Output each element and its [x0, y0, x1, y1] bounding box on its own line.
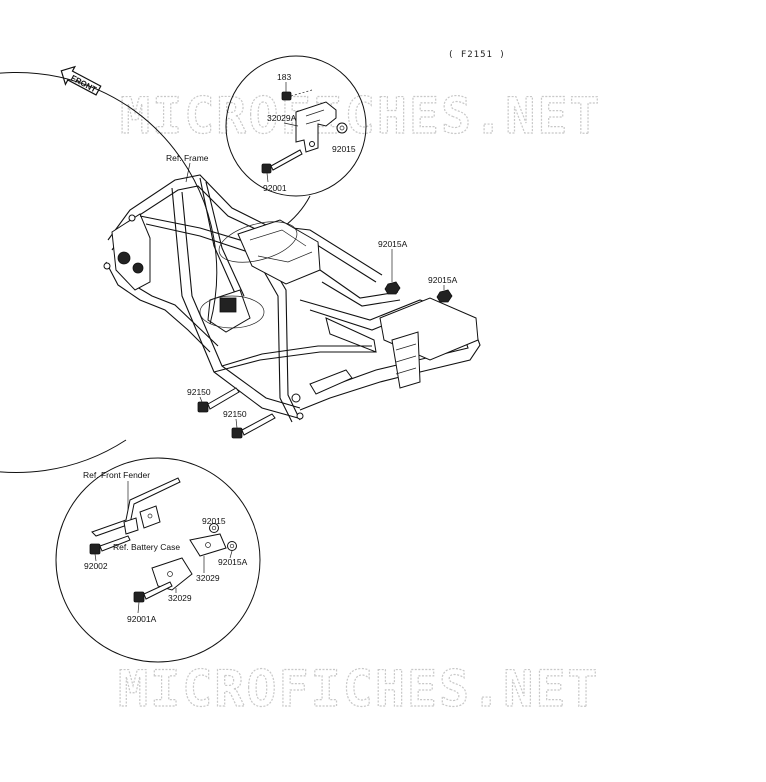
ref-frame-label: Ref. Frame [166, 153, 209, 163]
bolt-92001 [261, 149, 303, 174]
label-92001: 92001 [263, 183, 287, 193]
label-183: 183 [277, 72, 291, 82]
label-92015a-1: 92015A [378, 239, 408, 249]
label-92015a-3: 92015A [218, 557, 248, 567]
nut-92015a-1 [384, 281, 401, 295]
label-32029-2: 32029 [168, 593, 192, 603]
diagram-code: ( F2151 ) [448, 50, 506, 60]
front-arrow-icon: FRONT [60, 65, 102, 96]
nut-92015a-2 [436, 289, 453, 303]
label-92150-2: 92150 [223, 409, 247, 419]
nut-92015a-3 [227, 541, 237, 551]
label-92002: 92002 [84, 561, 108, 571]
label-92015-top: 92015 [332, 144, 356, 154]
bolt-92150-1 [197, 387, 240, 413]
nut-92015-top [336, 122, 348, 134]
label-32029-1: 32029 [196, 573, 220, 583]
label-92001a: 92001A [127, 614, 157, 624]
top-detail-circle: 183 32029A 92015 92001 [225, 55, 367, 229]
bolt-183 [281, 89, 313, 101]
bottom-detail-circle: Ref. Front Fender 92002 Ref. Battery Cas… [55, 457, 261, 663]
label-92015-bottom: 92015 [202, 516, 226, 526]
watermark-bottom: MICROFICHES.NET [118, 660, 600, 718]
bracket-32029a [295, 101, 337, 153]
bolt-92150-2 [231, 413, 276, 439]
nut-92015-bottom [209, 523, 219, 533]
ref-front-fender-label: Ref. Front Fender [83, 470, 150, 480]
watermark-top: MICROFICHES.NET [120, 87, 602, 145]
label-92150-1: 92150 [187, 387, 211, 397]
ref-battery-case-label: Ref. Battery Case [113, 542, 180, 552]
label-32029a: 32029A [267, 113, 297, 123]
main-frame: Ref. Frame [103, 153, 481, 423]
large-reference-circle [0, 72, 218, 473]
label-92015a-2: 92015A [428, 275, 458, 285]
